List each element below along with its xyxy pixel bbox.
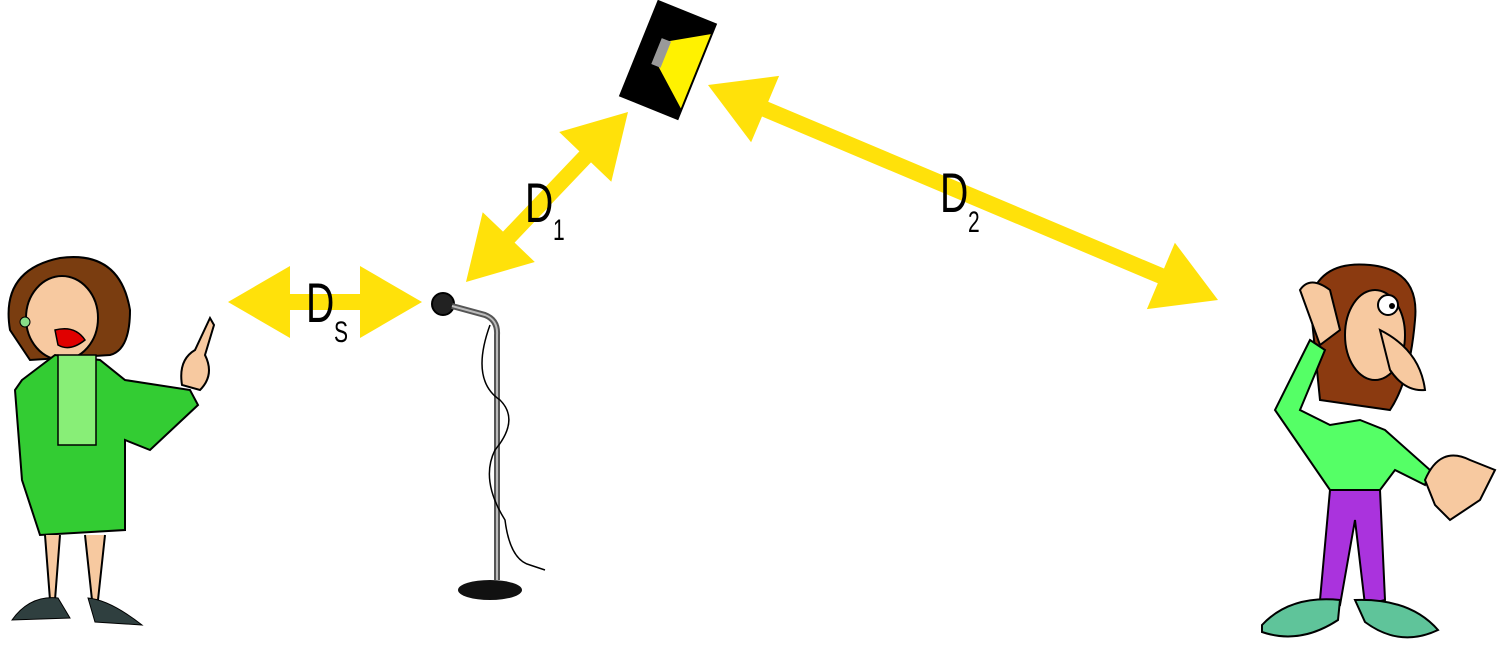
arrow-ds	[228, 266, 422, 338]
arrow-d1	[466, 112, 628, 282]
label-d2-main: D	[940, 162, 968, 225]
microphone-head	[431, 292, 455, 316]
speaker-driver	[651, 38, 672, 68]
label-d1: D 1	[525, 172, 565, 247]
speaker-cone	[658, 34, 711, 109]
label-d1-main: D	[525, 172, 553, 235]
microphone-on-stand	[431, 292, 546, 600]
stand-base	[458, 580, 522, 600]
woman-speaking	[7, 256, 216, 626]
label-d2-sub: 2	[968, 207, 980, 239]
man-listening	[1261, 263, 1497, 639]
loudspeaker	[618, 0, 718, 121]
label-ds-sub: S	[334, 317, 348, 349]
label-d2: D 2	[940, 162, 980, 239]
label-d1-sub: 1	[553, 215, 565, 247]
label-ds-main: D	[306, 272, 334, 335]
arrow-d2	[708, 75, 1218, 310]
microphone-cable	[481, 324, 546, 571]
label-ds: D S	[306, 272, 348, 349]
